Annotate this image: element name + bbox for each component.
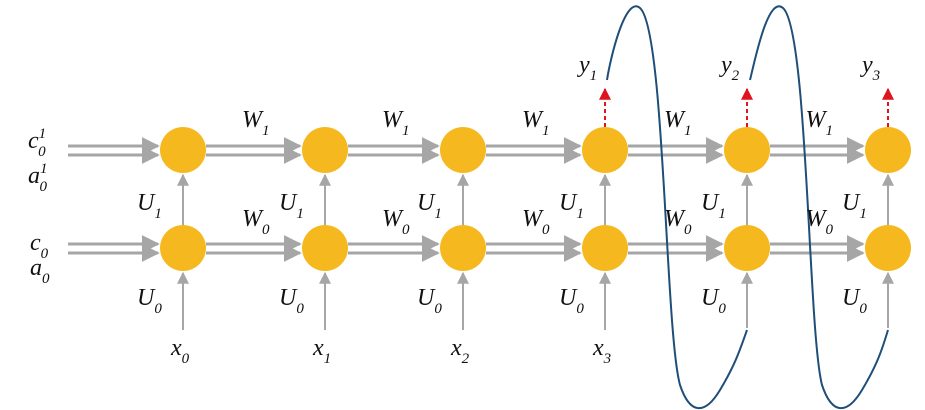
feedback-curve-0 [606,5,748,410]
feedback-curves-layer [606,5,889,410]
weight-label-bottom-4: W0 [806,206,834,238]
cell-node-bottom-5 [865,225,911,271]
u0-label-0: U0 [137,285,162,317]
cell-node-top-5 [865,127,911,173]
cell-node-bottom-4 [724,225,770,271]
y-label-4: y2 [719,52,740,84]
cell-node-top-4 [724,127,770,173]
cell-node-bottom-0 [160,225,206,271]
u1-label-5: U1 [842,190,867,222]
cell-node-top-2 [440,127,486,173]
cell-node-bottom-1 [302,225,348,271]
weight-label-top-4: W1 [806,107,834,139]
input-label-c0: c0 [30,230,49,262]
y-label-3: y1 [577,52,597,84]
u1-label-3: U1 [559,190,584,222]
x-label-3: x3 [592,335,611,367]
y-label-5: y3 [860,52,880,84]
x-label-0: x0 [170,335,190,367]
cell-node-bottom-3 [582,225,628,271]
weight-label-bottom-0: W0 [242,206,270,238]
u1-label-4: U1 [701,190,726,222]
u0-label-4: U0 [701,285,726,317]
u1-label-1: U1 [279,190,304,222]
input-label-a0: a0 [30,255,50,287]
u0-label-1: U0 [279,285,304,317]
x-label-1: x1 [312,335,331,367]
weight-label-top-1: W1 [382,107,410,139]
nodes-layer [160,127,911,271]
weight-label-bottom-3: W0 [664,206,692,238]
weight-label-bottom-1: W0 [382,206,410,238]
feedback-curve-1 [749,5,889,410]
weight-label-top-2: W1 [522,107,550,139]
weight-label-bottom-2: W0 [522,206,550,238]
x-label-2: x2 [450,335,470,367]
cell-node-top-0 [160,127,206,173]
u1-label-0: U1 [137,190,162,222]
u0-label-5: U0 [842,285,867,317]
arrows-layer [68,87,894,330]
u0-label-2: U0 [417,285,442,317]
cell-node-bottom-2 [440,225,486,271]
cell-node-top-3 [582,127,628,173]
cell-node-top-1 [302,127,348,173]
u0-label-3: U0 [559,285,584,317]
u1-label-2: U1 [417,190,442,222]
weight-label-top-3: W1 [664,107,692,139]
weight-label-top-0: W1 [242,107,270,139]
